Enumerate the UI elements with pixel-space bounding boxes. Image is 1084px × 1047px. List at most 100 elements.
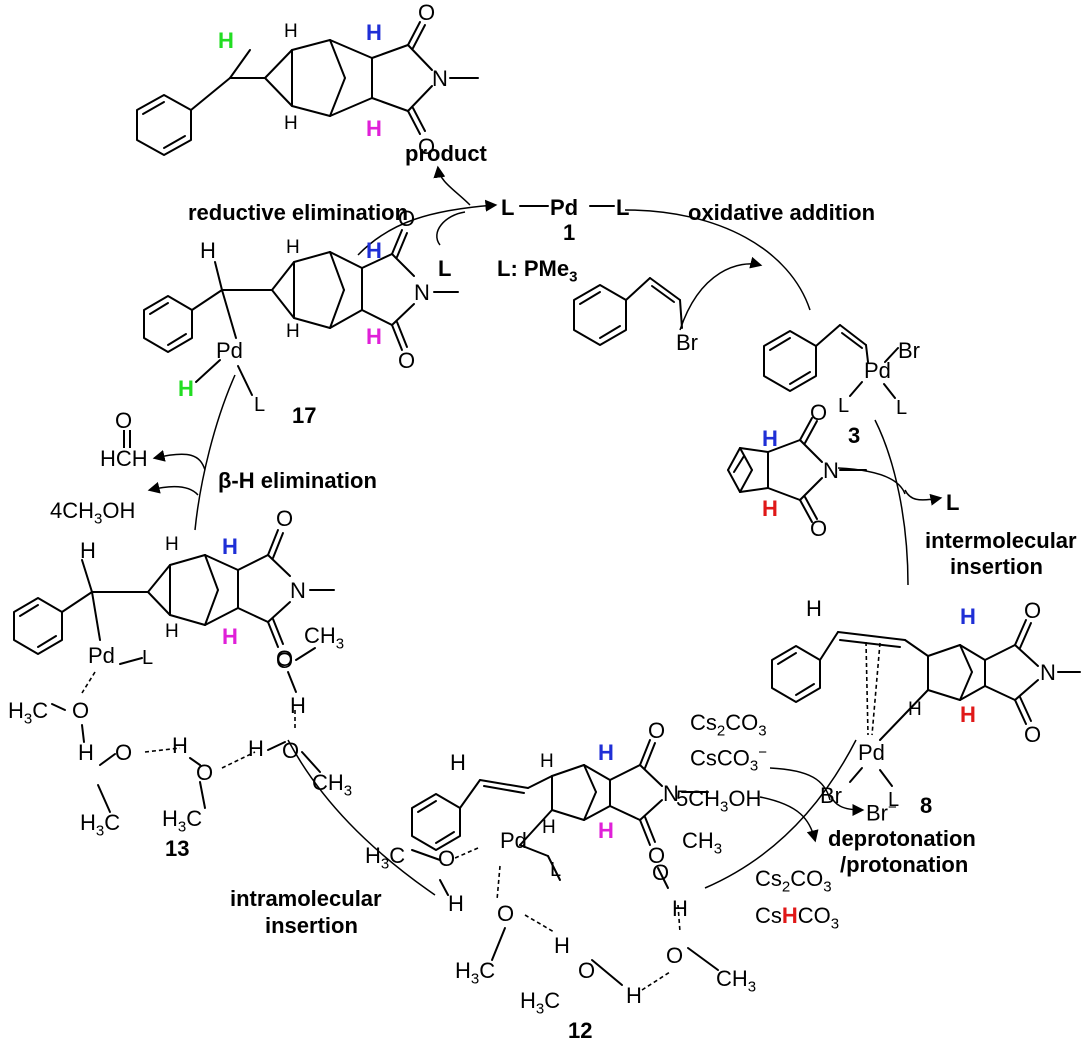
- complex-12-methyl-3: H3C: [520, 988, 561, 1018]
- complex-13-h-bottom: H: [165, 621, 179, 642]
- complex-12-o-bottom: O: [648, 843, 666, 868]
- norbornene-o-top: O: [810, 400, 828, 425]
- compound-8-label: 8: [920, 793, 933, 818]
- complex-17-ring-h: H: [366, 324, 382, 349]
- complex-17-o-bottom: O: [398, 348, 416, 373]
- arrow-intramolecular-insertion: [287, 739, 436, 896]
- complex-8-pd: Pd: [858, 740, 885, 765]
- complex-13-methyl-5: CH3: [304, 623, 345, 653]
- step-reductive-elimination: reductive elimination: [188, 200, 409, 225]
- compound-13-label: 13: [165, 836, 190, 861]
- norbornene-imide-structure: [727, 417, 867, 523]
- complex-13-o-2: O: [115, 740, 133, 765]
- complex-8-l: L: [888, 789, 900, 811]
- complex-3-l-right: L: [896, 397, 908, 419]
- product-benzyl-h: H: [218, 28, 234, 53]
- complex-3-l-left: L: [838, 395, 850, 417]
- product-n: N: [432, 66, 448, 91]
- complex-17-h-top: H: [286, 237, 300, 258]
- complex-12-methyl-4: CH3: [716, 966, 757, 996]
- complex-12-structure: [411, 739, 719, 991]
- complex-12-bridgehead-h: H: [598, 740, 614, 765]
- complex-17-n: N: [414, 280, 430, 305]
- complex-8-o-top: O: [1024, 598, 1042, 623]
- complex-12-o-5: O: [652, 860, 670, 885]
- arrow-vinylbromide-in: [679, 256, 763, 331]
- complex-17-pd-h: H: [178, 376, 194, 401]
- complex-13-ring-h: H: [222, 624, 238, 649]
- step-intermolecular-insertion-2: insertion: [950, 554, 1043, 579]
- formaldehyde-hch: HCH: [100, 446, 148, 471]
- compound-1-label: 1: [563, 220, 576, 245]
- complex-13-benzyl-h: H: [80, 538, 96, 563]
- step-intramolecular-insertion-1: intramolecular: [230, 886, 382, 911]
- catalyst-l-right: L: [616, 195, 630, 220]
- reagent-methanol-5: 5CH3OH: [676, 786, 762, 816]
- complex-12-o-top: O: [648, 718, 666, 743]
- product-o-top: O: [418, 0, 436, 25]
- arrow-product-release: [433, 165, 471, 206]
- ligand-out-label: L: [946, 490, 960, 515]
- compound-17-label: 17: [292, 403, 317, 428]
- complex-8-structure: [771, 619, 1081, 787]
- product-structure: [136, 21, 479, 156]
- complex-17-pd: Pd: [216, 338, 243, 363]
- product-bridgehead-h: H: [366, 20, 382, 45]
- complex-17-benzyl-h: H: [200, 238, 216, 263]
- complex-12-n: N: [663, 781, 679, 806]
- complex-13-bridgehead-h: H: [222, 534, 238, 559]
- complex-13-h-4: H: [290, 693, 306, 718]
- complex-13-structure: [13, 529, 335, 813]
- arrow-ligand-out: [904, 489, 943, 506]
- reagent-csco3-anion: CsCO3−: [690, 744, 767, 775]
- ligand-in-label: L: [438, 256, 452, 281]
- complex-13-h-1: H: [78, 740, 94, 765]
- complex-13-o-5: O: [276, 648, 294, 673]
- arrow-formaldehyde-out: [152, 450, 206, 471]
- complex-12-methyl-2: H3C: [455, 958, 496, 988]
- reagent-cshco3: CsHCO3: [755, 903, 840, 933]
- complex-13-o-3: O: [196, 760, 214, 785]
- complex-8-br: Br: [820, 783, 842, 808]
- norbornene-o-bottom: O: [810, 516, 828, 541]
- complex-13-methyl-4: CH3: [312, 770, 353, 800]
- complex-13-n: N: [290, 578, 306, 603]
- complex-3-br: Br: [898, 338, 920, 363]
- complex-12-h-top: H: [540, 751, 554, 772]
- arrow-methanol-out: [147, 481, 199, 496]
- complex-12-ring-h: H: [598, 818, 614, 843]
- complex-3-structure: [763, 324, 899, 399]
- step-deprotonation-2: /protonation: [840, 852, 969, 877]
- complex-12-methyl-1: H3C: [365, 843, 406, 873]
- complex-12-o-2: O: [497, 901, 515, 926]
- complex-13-methyl-2: H3C: [80, 810, 121, 840]
- complex-8-bridgehead-h: H: [960, 604, 976, 629]
- norbornene-n: N: [823, 458, 839, 483]
- product-label: product: [405, 141, 487, 166]
- step-intermolecular-insertion-1: intermolecular: [925, 528, 1077, 553]
- complex-12-pd: Pd: [500, 828, 527, 853]
- bromide-ion: Br−: [866, 799, 897, 826]
- catalyst-pd: Pd: [550, 195, 579, 220]
- arrow-methanol-in: [759, 796, 819, 843]
- arrow-oxidative-addition: [624, 209, 811, 311]
- complex-12-o-1: O: [438, 846, 456, 871]
- complex-17-structure: [143, 229, 459, 396]
- arrow-beta-h-elimination: [194, 374, 236, 531]
- compound-3-label: 3: [848, 423, 861, 448]
- complex-12-h-bottom: H: [542, 817, 556, 838]
- complex-12-h-3: H: [626, 983, 642, 1008]
- complex-12-h-1: H: [448, 891, 464, 916]
- complex-13-h-top: H: [165, 534, 179, 555]
- step-oxidative-addition: oxidative addition: [688, 200, 876, 225]
- formaldehyde-double-bond: [123, 430, 131, 448]
- reagent-cs2co3-in: Cs2CO3: [690, 710, 767, 740]
- complex-12-l: L: [550, 859, 562, 881]
- step-intramolecular-insertion-2: insertion: [265, 913, 358, 938]
- vinyl-bromide-structure: [573, 277, 683, 346]
- complex-8-n: N: [1040, 660, 1056, 685]
- arrow-reductive-elimination: [357, 199, 498, 256]
- arrow-alkene-in: [837, 467, 906, 495]
- complex-12-o-4: O: [666, 943, 684, 968]
